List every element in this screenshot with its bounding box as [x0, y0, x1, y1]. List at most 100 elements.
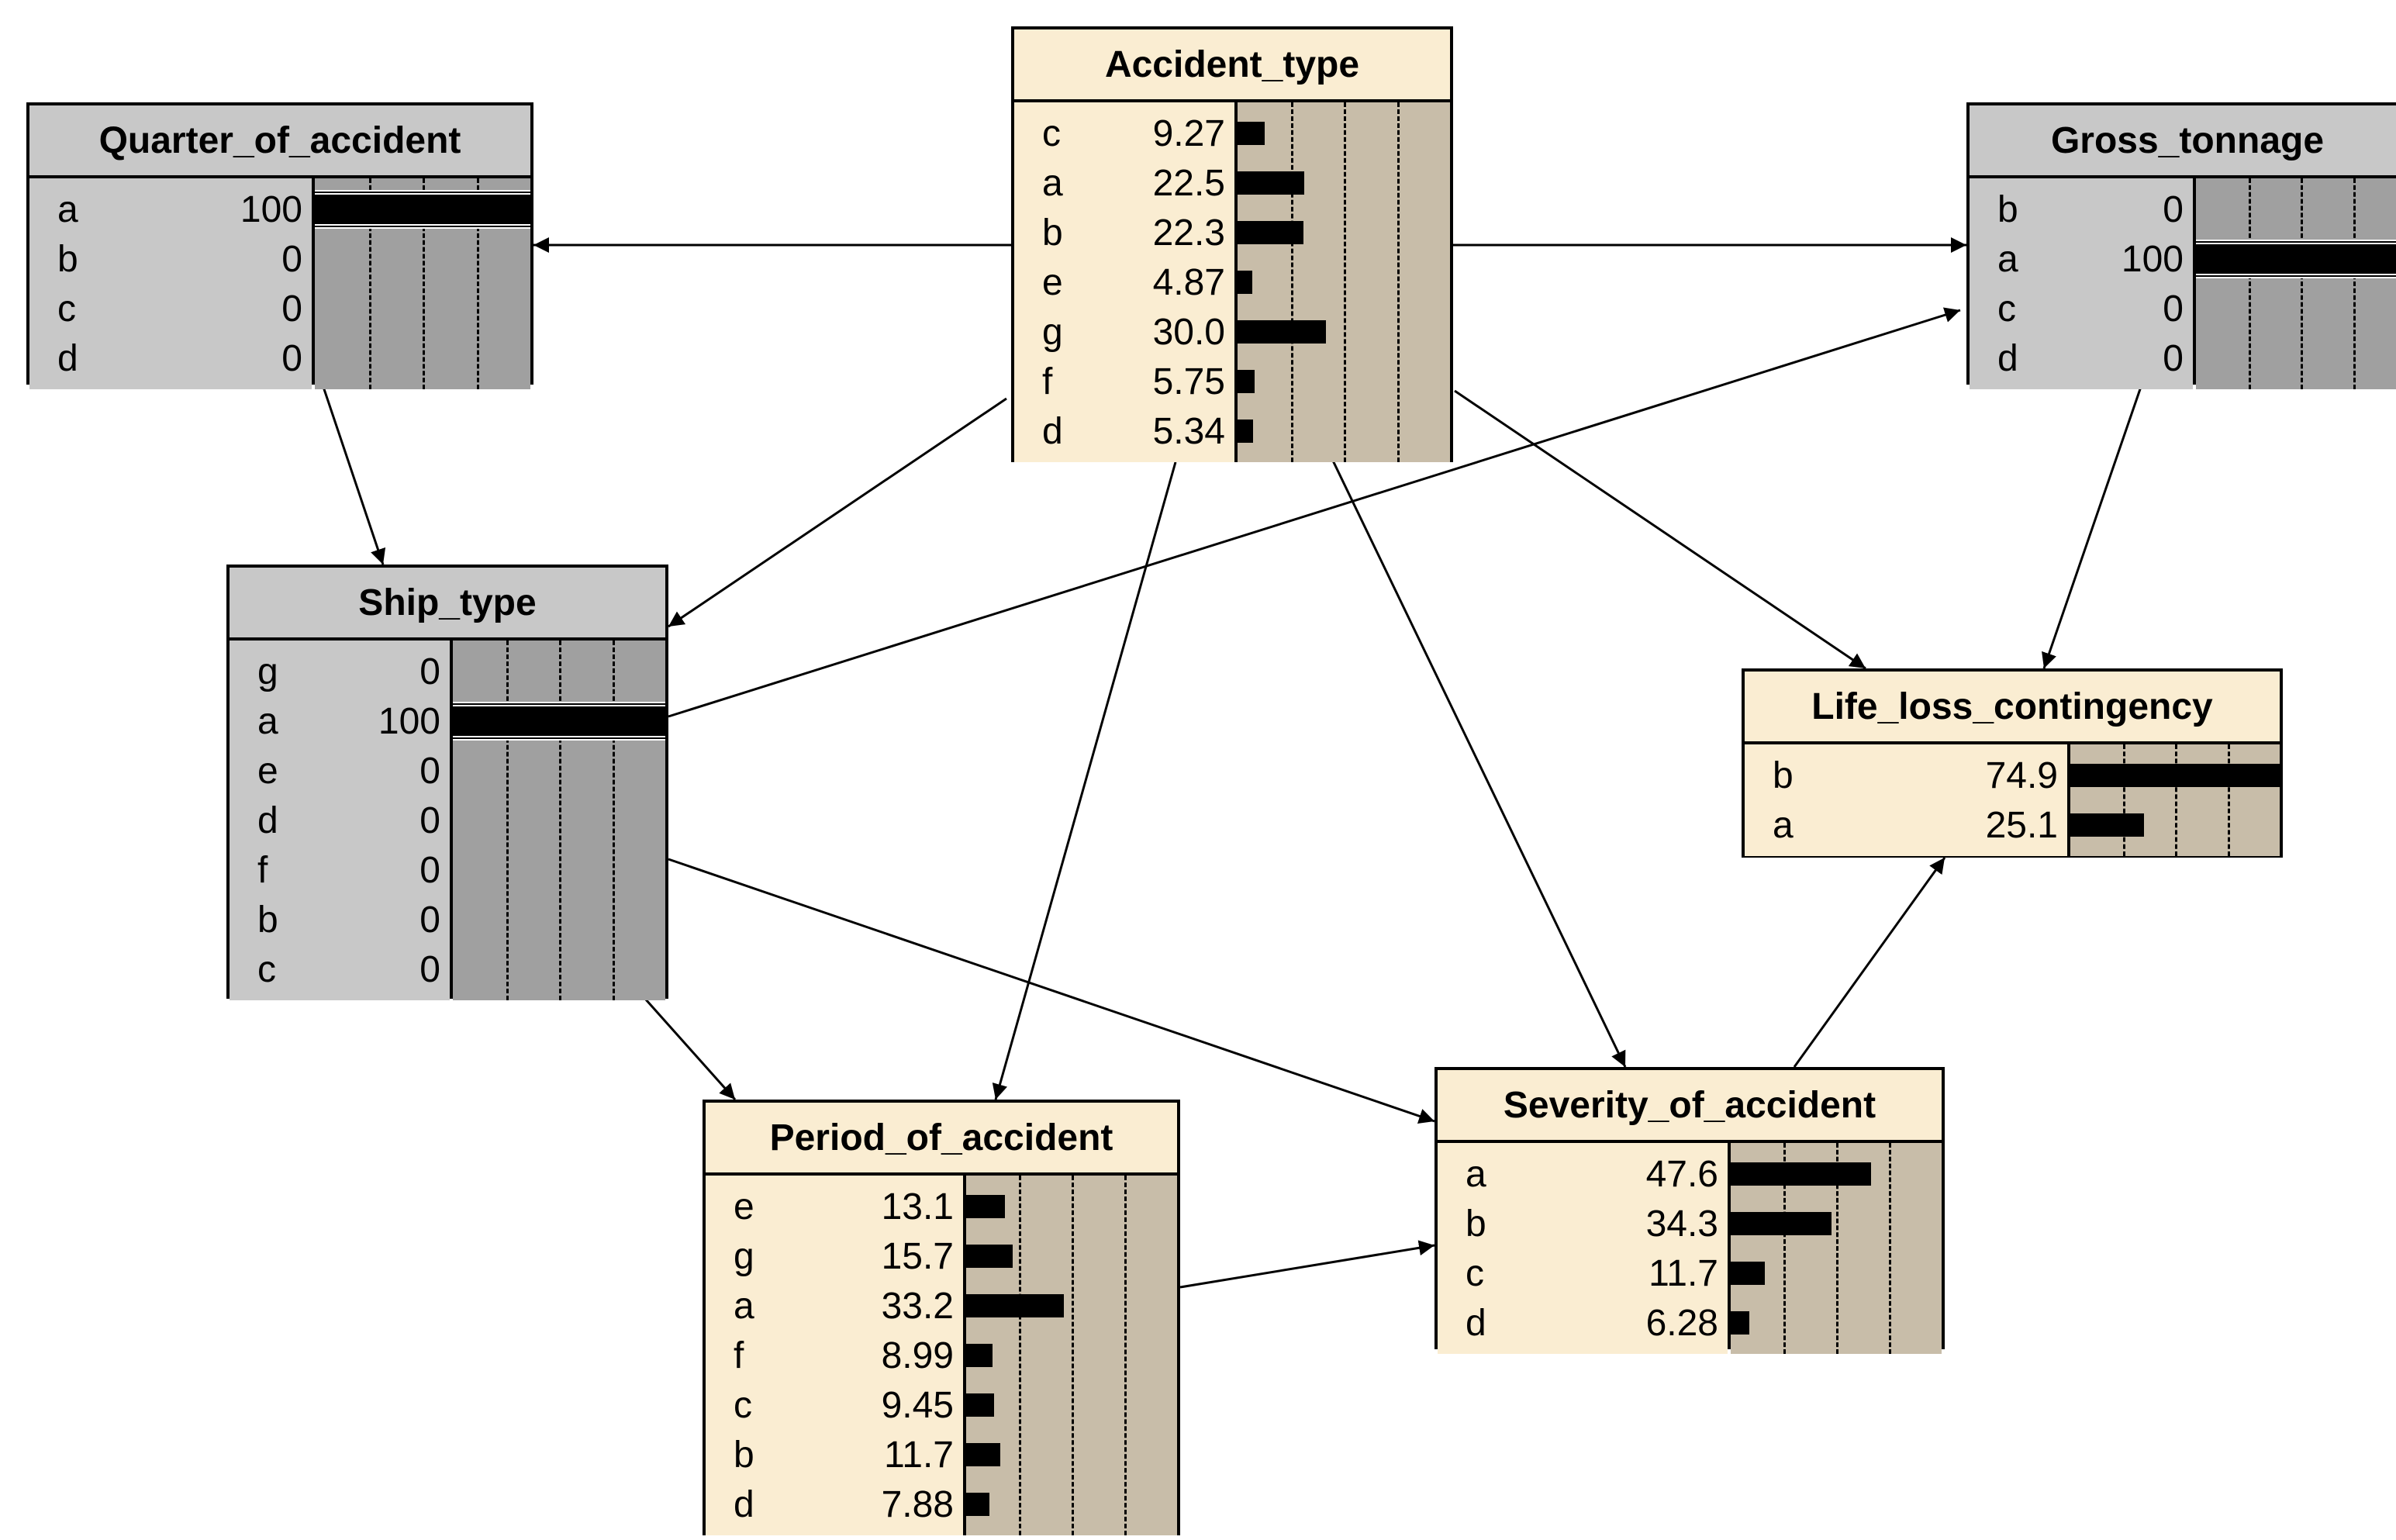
belief-bar: [1731, 1311, 1749, 1335]
state-label: b: [1466, 1203, 1486, 1245]
belief-bars: [966, 1176, 1177, 1535]
state-label: d: [1997, 337, 2018, 379]
state-label: f: [1042, 361, 1053, 402]
state-label: b: [57, 238, 78, 280]
belief-bar: [966, 1393, 994, 1417]
belief-bar: [1238, 320, 1326, 344]
bar-gridline: [559, 641, 561, 1000]
edge-ship-type-to-gross-tonnage: [668, 307, 1961, 718]
bar-gridline: [1019, 1176, 1021, 1535]
state-value: 0: [419, 899, 440, 941]
state-value: 6.28: [1645, 1302, 1718, 1344]
edge-ship-type-to-severity-of-accident: [668, 858, 1435, 1124]
node-title: Quarter_of_accident: [29, 105, 530, 175]
bar-gridline: [2301, 178, 2303, 389]
state-label: a: [734, 1285, 754, 1327]
node-title: Life_loss_contingency: [1745, 672, 2280, 741]
state-label: c: [734, 1384, 752, 1426]
state-label: d: [734, 1483, 754, 1525]
state-value: 0: [281, 337, 302, 379]
state-value: 7.88: [881, 1483, 954, 1525]
bar-gridline: [612, 641, 615, 1000]
state-value: 100: [240, 188, 302, 230]
state-value: 9.27: [1152, 112, 1225, 154]
state-label: b: [734, 1434, 754, 1476]
state-label: d: [1042, 410, 1063, 452]
state-label: a: [57, 188, 78, 230]
state-label: e: [734, 1186, 754, 1228]
state-label: b: [1773, 754, 1794, 796]
state-label: c: [257, 948, 276, 990]
state-label: f: [257, 849, 268, 891]
belief-bar: [966, 1344, 993, 1367]
state-value: 11.7: [884, 1434, 954, 1476]
bar-gridline: [1072, 1176, 1074, 1535]
belief-bar: [1238, 122, 1265, 145]
edge-quarter-of-accident-to-ship-type: [321, 384, 386, 565]
belief-bar: [1238, 221, 1303, 244]
state-label: a: [1042, 162, 1063, 204]
bar-gridline: [2175, 744, 2177, 856]
state-value: 0: [281, 238, 302, 280]
belief-bars: [315, 178, 530, 389]
node-title: Severity_of_accident: [1438, 1070, 1942, 1140]
bar-gridline: [2353, 178, 2356, 389]
state-value: 22.5: [1152, 162, 1225, 204]
state-label: d: [57, 337, 78, 379]
state-label: g: [1042, 311, 1063, 353]
node-title: Ship_type: [230, 568, 665, 637]
belief-bars: [2196, 178, 2396, 389]
state-value: 100: [2121, 238, 2184, 280]
state-value: 9.45: [881, 1384, 954, 1426]
state-value: 0: [419, 750, 440, 792]
bar-gridline: [2248, 178, 2251, 389]
state-label: a: [1773, 804, 1794, 846]
state-value: 0: [419, 948, 440, 990]
state-value: 5.75: [1152, 361, 1225, 402]
state-value: 100: [378, 700, 440, 742]
edge-accident-type-to-ship-type: [668, 397, 1007, 628]
node-title: Accident_type: [1014, 29, 1450, 99]
state-row: f 5.75: [1042, 357, 1225, 406]
state-value: 8.99: [881, 1335, 954, 1376]
belief-bar: [1238, 171, 1304, 195]
edge-severity-of-accident-to-life-loss-contingency: [1793, 857, 1946, 1068]
state-value: 0: [281, 288, 302, 330]
state-row: a 22.5: [1042, 158, 1225, 208]
node-title: Period_of_accident: [706, 1103, 1177, 1172]
state-label: a: [1466, 1153, 1486, 1195]
bar-gridline: [423, 178, 425, 389]
state-value: 15.7: [881, 1235, 954, 1277]
bar-gridline: [1290, 102, 1293, 462]
bar-gridline: [1836, 1143, 1838, 1354]
belief-bar: [966, 1443, 1001, 1466]
state-label: d: [257, 799, 278, 841]
belief-bar: [1731, 1262, 1766, 1285]
state-value: 11.7: [1649, 1252, 1718, 1294]
